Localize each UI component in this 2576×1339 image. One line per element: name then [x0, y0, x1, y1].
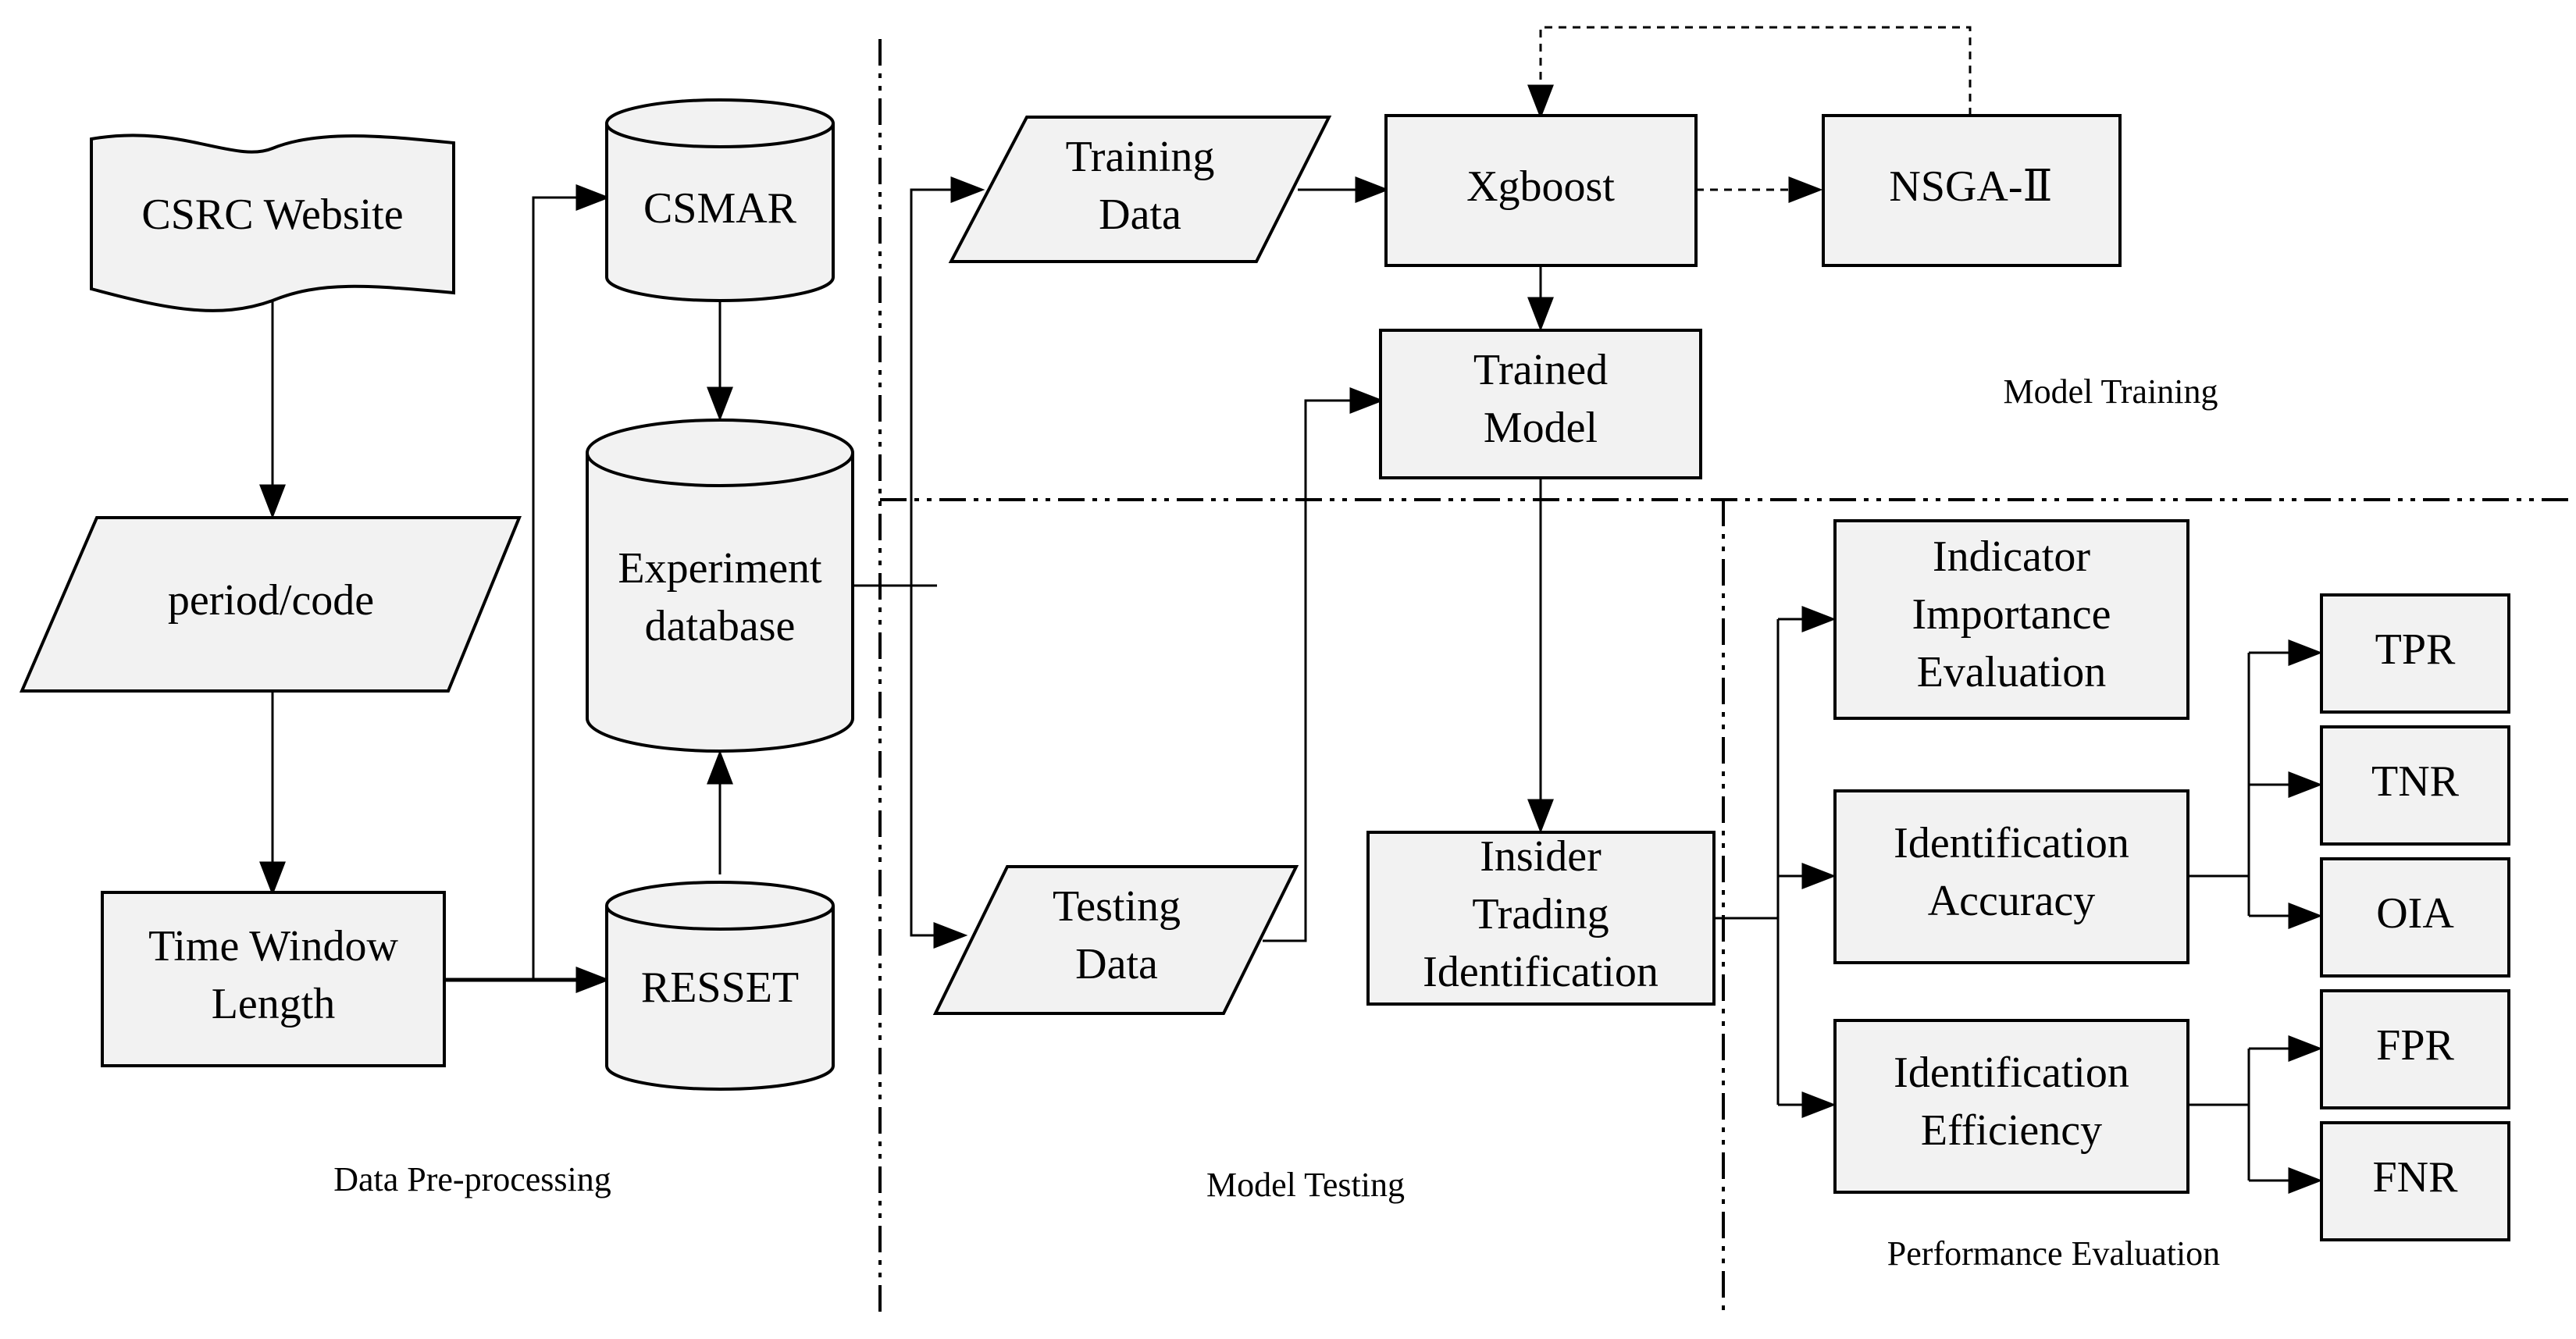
node-label-line: Identification [1423, 948, 1659, 996]
node-label-line: Indicator [1933, 532, 2090, 581]
edge-split-to-testing [910, 586, 968, 949]
node-fnr-label: FNR [2373, 1153, 2459, 1202]
node-label-line: Time Window [148, 922, 398, 970]
edges [259, 26, 2323, 1194]
node-label-line: FPR [2376, 1021, 2454, 1070]
node-label-line: Accuracy [1928, 877, 2096, 925]
node-fpr: FPR [2320, 989, 2510, 1109]
node-label-line: CSMAR [643, 184, 797, 233]
node-nsga-label: NSGA-Ⅱ [1889, 162, 2052, 211]
section-label-training: Model Training [2003, 372, 2218, 411]
node-period-code: period/code [19, 516, 522, 693]
node-label-line: Length [212, 980, 336, 1028]
node-oia: OIA [2320, 857, 2510, 978]
edge-testing-to-trained [1263, 387, 1384, 942]
node-label-line: database [645, 602, 796, 650]
node-label-line: CSRC Website [141, 191, 403, 239]
node-label-line: Importance [1912, 590, 2111, 639]
node-period-label: period/code [168, 576, 374, 625]
node-oia-label: OIA [2376, 889, 2454, 938]
node-label-line: Trained [1473, 346, 1608, 394]
node-fnr: FNR [2320, 1121, 2510, 1241]
node-csrc-website: CSRC Website [90, 134, 455, 312]
node-label-line: OIA [2376, 889, 2454, 938]
node-label-line: Identification [1894, 1049, 2129, 1097]
node-label-line: Xgboost [1466, 162, 1615, 211]
node-label-line: Testing [1053, 882, 1181, 931]
node-experiment-database: Experiment database [586, 418, 854, 753]
node-resset-label: RESSET [641, 963, 799, 1012]
node-label-line: TNR [2371, 757, 2460, 806]
node-label-line: Data [1075, 940, 1158, 988]
node-label-line: Trading [1472, 890, 1609, 938]
node-xgboost-label: Xgboost [1466, 162, 1615, 211]
node-label-line: TPR [2375, 625, 2456, 674]
edge-split-to-training [910, 176, 985, 586]
node-label-line: FNR [2373, 1153, 2459, 1202]
node-label-line: Evaluation [1917, 648, 2107, 696]
section-label-evaluation: Performance Evaluation [1887, 1234, 2220, 1273]
edge-nsga-to-xgboost [1527, 26, 1972, 119]
node-resset: RESSET [605, 881, 835, 1091]
node-db-label: Experiment database [618, 544, 822, 650]
node-fpr-label: FPR [2376, 1021, 2454, 1070]
node-label-line: Insider [1480, 832, 1602, 881]
node-csmar: CSMAR [605, 98, 835, 302]
node-label-line: NSGA-Ⅱ [1889, 162, 2052, 211]
node-tpr: TPR [2320, 593, 2510, 714]
node-tnr: TNR [2320, 725, 2510, 846]
section-label-testing: Model Testing [1206, 1166, 1405, 1204]
node-csmar-label: CSMAR [643, 184, 797, 233]
node-label-line: Training [1066, 133, 1215, 181]
node-tnr-label: TNR [2371, 757, 2460, 806]
node-label-line: period/code [168, 576, 374, 625]
node-label-line: Experiment [618, 544, 822, 593]
node-tpr-label: TPR [2375, 625, 2456, 674]
edge-timewindow-to-csmar [532, 184, 611, 980]
node-label-line: Model [1484, 404, 1598, 452]
section-label-preprocessing: Data Pre-processing [333, 1160, 611, 1198]
node-label-line: RESSET [641, 963, 799, 1012]
node-label-line: Efficiency [1921, 1106, 2102, 1155]
node-xgboost: Xgboost [1384, 114, 1698, 267]
node-label-line: Data [1099, 191, 1181, 239]
node-label-line: Identification [1894, 819, 2129, 867]
node-csrc-label: CSRC Website [141, 191, 403, 239]
node-nsga-ii: NSGA-Ⅱ [1822, 114, 2122, 267]
